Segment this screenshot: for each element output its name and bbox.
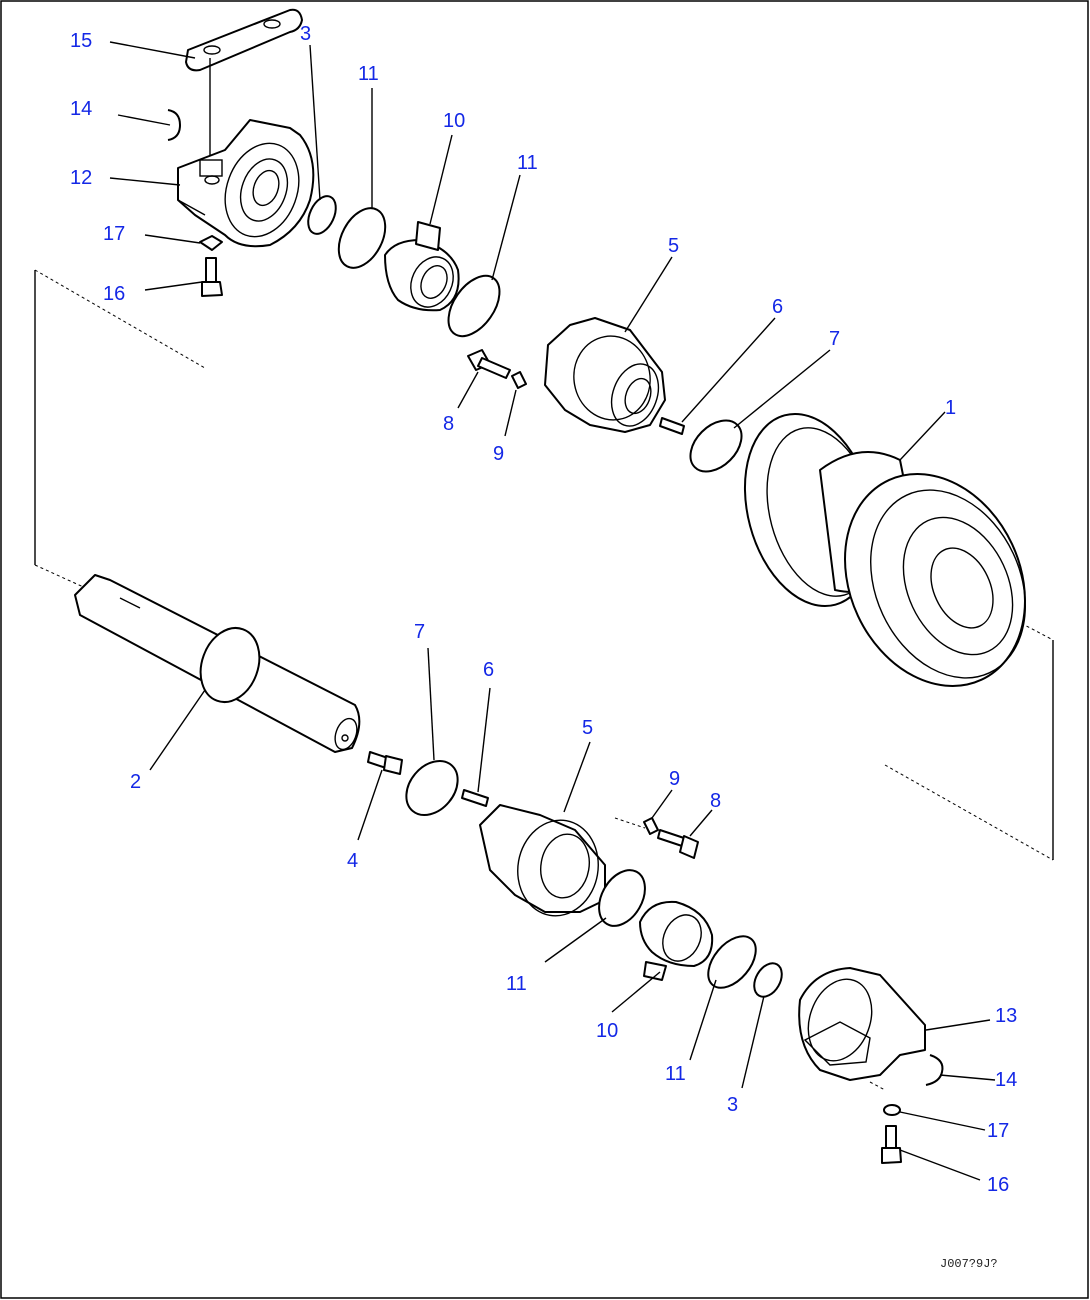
- callout-7: 7: [829, 328, 840, 350]
- callout-16: 16: [987, 1174, 1009, 1196]
- callout-6: 6: [483, 659, 494, 681]
- part-5-collar-lower: [479, 804, 606, 917]
- callout-12: 12: [70, 167, 92, 189]
- part-7-ring-lower: [405, 760, 459, 816]
- callout-14: 14: [995, 1069, 1017, 1091]
- callout-17: 17: [103, 223, 125, 245]
- callout-10: 10: [443, 110, 465, 132]
- part-9-washer-lower: [643, 817, 659, 835]
- part-8-bolt-lower: [657, 829, 699, 859]
- part-1-track-roller: [743, 412, 1026, 687]
- callout-11: 11: [358, 63, 379, 85]
- callout-5: 5: [668, 235, 679, 257]
- drawing-code: J007?9J?: [940, 1257, 998, 1271]
- callout-13: 13: [995, 1005, 1017, 1027]
- part-6-pin-lower: [461, 789, 489, 807]
- part-15-plate: [185, 8, 303, 160]
- part-11-ring-a: [337, 207, 387, 269]
- part-11-ring-b: [447, 274, 501, 338]
- callout-8: 8: [710, 790, 721, 812]
- callout-3: 3: [727, 1094, 738, 1116]
- callout-3: 3: [300, 23, 311, 45]
- part-13-bracket: [798, 967, 926, 1081]
- callout-8: 8: [443, 413, 454, 435]
- part-3-ring-lower: [753, 962, 783, 998]
- callout-14: 14: [70, 98, 92, 120]
- callout-7: 7: [414, 621, 425, 643]
- callout-11: 11: [506, 973, 527, 995]
- callout-11: 11: [665, 1063, 686, 1085]
- callout-9: 9: [669, 768, 680, 790]
- assembly-guide-lines: [34, 269, 1054, 1091]
- part-5-collar-upper: [544, 317, 666, 433]
- part-3-ring-upper: [307, 195, 337, 235]
- callout-16: 16: [103, 283, 125, 305]
- part-10-seal-upper: [384, 221, 460, 312]
- callout-labels: 15 3 11 14 10 11 12 17 5 16 6 7 1 8 9 7 …: [70, 23, 1017, 1196]
- part-2-shaft: [74, 574, 361, 753]
- callout-6: 6: [772, 296, 783, 318]
- part-17-washer-lower: [883, 1104, 901, 1116]
- part-11-ring-c: [598, 869, 646, 927]
- part-9-washer-upper: [511, 371, 527, 389]
- callout-17: 17: [987, 1120, 1009, 1142]
- part-16-bolt-lower: [881, 1125, 902, 1164]
- callout-2: 2: [130, 771, 141, 793]
- part-6-pin-upper: [659, 417, 685, 435]
- callout-11: 11: [517, 152, 538, 174]
- callout-4: 4: [347, 850, 358, 872]
- callout-10: 10: [596, 1020, 618, 1042]
- callout-5: 5: [582, 717, 593, 739]
- part-17-washer-upper: [199, 235, 223, 251]
- part-4-plug: [367, 751, 403, 775]
- part-10-seal-lower: [639, 900, 714, 981]
- leader-lines: [109, 41, 996, 1181]
- callout-1: 1: [945, 397, 956, 419]
- callout-15: 15: [70, 30, 92, 52]
- part-11-ring-d: [707, 935, 757, 989]
- part-16-bolt-upper: [201, 257, 223, 297]
- part-12-bracket: [177, 119, 315, 248]
- part-8-bolt-upper: [467, 349, 511, 379]
- callout-9: 9: [493, 443, 504, 465]
- part-14-lower: [925, 1054, 944, 1086]
- part-14-upper: [167, 109, 181, 141]
- part-7-ring-upper: [689, 419, 743, 473]
